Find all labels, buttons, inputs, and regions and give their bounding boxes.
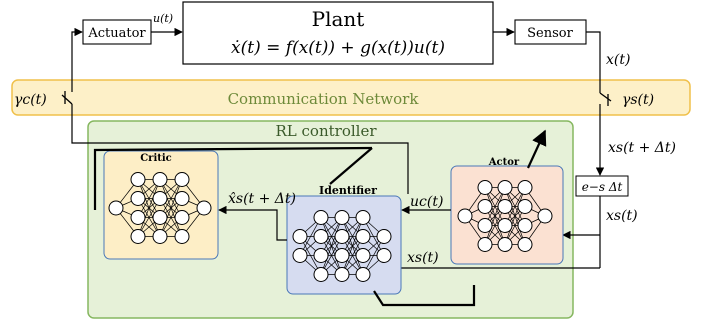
nn-node xyxy=(130,191,146,206)
sensor-label: Sensor xyxy=(527,26,573,41)
nn-node xyxy=(152,191,168,206)
actuator-label: Actuator xyxy=(87,26,146,41)
nn-node xyxy=(130,210,146,225)
nn-edge xyxy=(159,179,183,237)
nn-node xyxy=(130,229,146,244)
nn-node xyxy=(334,248,350,263)
nn-node xyxy=(517,218,533,233)
identifier-neural-network xyxy=(292,210,392,282)
nn-edge xyxy=(504,187,526,245)
nn-node xyxy=(313,267,329,282)
xhat-label: x̂s(t + Δt) xyxy=(228,191,296,207)
identifier-label: Identifier xyxy=(319,184,377,197)
nn-node xyxy=(334,267,350,282)
nn-node xyxy=(130,172,146,187)
nn-edge xyxy=(341,217,364,275)
critic-label: Critic xyxy=(140,153,172,164)
nn-node xyxy=(477,180,493,195)
nn-node xyxy=(457,208,473,224)
nn-node xyxy=(376,248,392,263)
nn-edge xyxy=(484,187,506,245)
nn-node xyxy=(313,229,329,244)
xs-t-label: xs(t) xyxy=(606,208,638,224)
nn-node xyxy=(174,191,190,206)
nn-node xyxy=(477,218,493,233)
nn-node xyxy=(174,210,190,225)
uc-t-label: uc(t) xyxy=(410,194,443,210)
nn-node xyxy=(152,210,168,225)
nn-node xyxy=(497,237,513,252)
nn-node xyxy=(355,267,371,282)
nn-node xyxy=(292,248,308,263)
nn-node xyxy=(152,229,168,244)
nn-node xyxy=(355,248,371,263)
nn-node xyxy=(497,218,513,233)
nn-node xyxy=(334,210,350,225)
nn-node xyxy=(196,200,212,216)
u-t-label: u(t) xyxy=(153,12,173,25)
communication-network-label: Communication Network xyxy=(228,90,420,108)
xs-delay-label: xs(t + Δt) xyxy=(608,140,676,156)
nn-node xyxy=(537,208,553,224)
communication-network-band xyxy=(11,79,691,116)
nn-node xyxy=(477,237,493,252)
nn-node xyxy=(376,229,392,244)
nn-node xyxy=(355,210,371,225)
nn-node xyxy=(497,180,513,195)
nn-node xyxy=(174,229,190,244)
nn-node xyxy=(174,172,190,187)
nn-edge xyxy=(320,217,343,275)
nn-node xyxy=(517,199,533,214)
nn-node xyxy=(477,199,493,214)
plant-block xyxy=(182,1,494,65)
gamma-s-label: γs(t) xyxy=(622,92,654,108)
delay-block xyxy=(575,175,629,197)
plant-equation: ẋ(t) = f(x(t)) + g(x(t))u(t) xyxy=(231,38,445,58)
nn-node xyxy=(517,180,533,195)
nn-node xyxy=(355,229,371,244)
rl-controller-label: RL controller xyxy=(276,122,378,140)
actor-label: Actor xyxy=(488,157,520,168)
nn-node xyxy=(108,200,124,216)
nn-node xyxy=(313,248,329,263)
plant-title: Plant xyxy=(312,7,365,31)
nn-node xyxy=(292,229,308,244)
nn-node xyxy=(152,172,168,187)
delay-block-label: e−s Δt xyxy=(582,180,623,194)
nn-node xyxy=(517,237,533,252)
x-t-label: x(t) xyxy=(606,52,630,68)
nn-node xyxy=(313,210,329,225)
xs-t-identifier-label: xs(t) xyxy=(407,250,439,266)
critic-neural-network xyxy=(108,172,212,244)
nn-edge xyxy=(137,179,161,237)
actor-neural-network xyxy=(457,180,553,252)
nn-node xyxy=(334,229,350,244)
gamma-c-label: γc(t) xyxy=(14,92,47,108)
nn-node xyxy=(497,199,513,214)
